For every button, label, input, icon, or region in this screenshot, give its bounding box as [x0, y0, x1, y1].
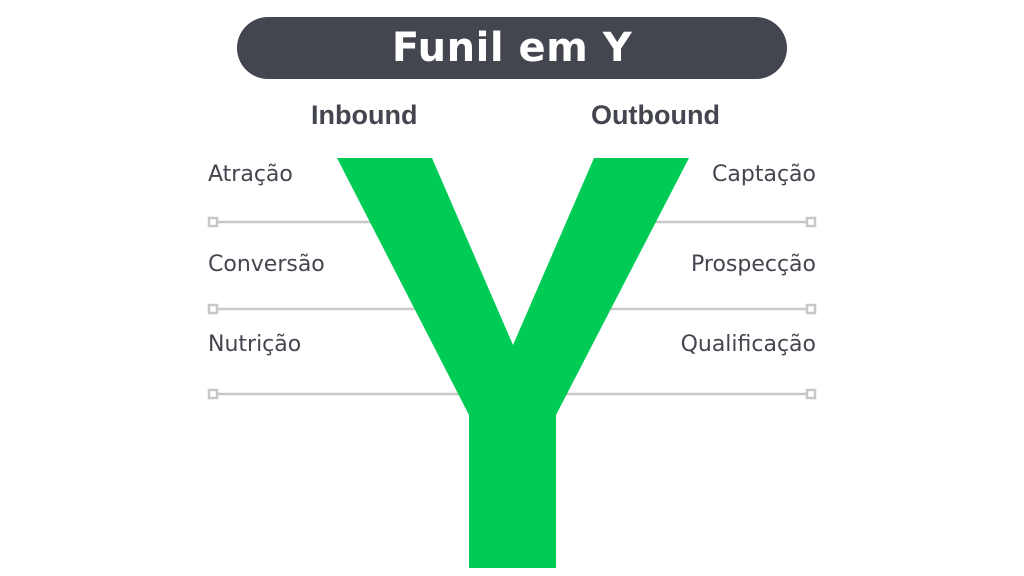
page-title: Funil em Y — [391, 25, 633, 71]
connector-node — [805, 303, 817, 315]
inbound-stage-label: Conversão — [208, 252, 325, 277]
inbound-stage-label: Atração — [208, 162, 293, 187]
connector-node — [207, 303, 219, 315]
inbound-label: Inbound — [311, 100, 418, 130]
connector-node — [207, 216, 219, 228]
outbound-label: Outbound — [591, 100, 720, 130]
connector-node — [207, 388, 219, 400]
outbound-connectors — [560, 216, 817, 400]
inbound-stage-label: Nutrição — [208, 332, 302, 357]
y-letter-shape — [337, 158, 689, 568]
connector-node — [805, 216, 817, 228]
connector-node — [805, 388, 817, 400]
title-banner: Funil em Y — [237, 17, 787, 79]
outbound-stage-label: Prospecção — [691, 252, 816, 277]
outbound-stage-label: Qualificação — [680, 332, 816, 357]
outbound-stage-label: Captação — [712, 162, 816, 187]
